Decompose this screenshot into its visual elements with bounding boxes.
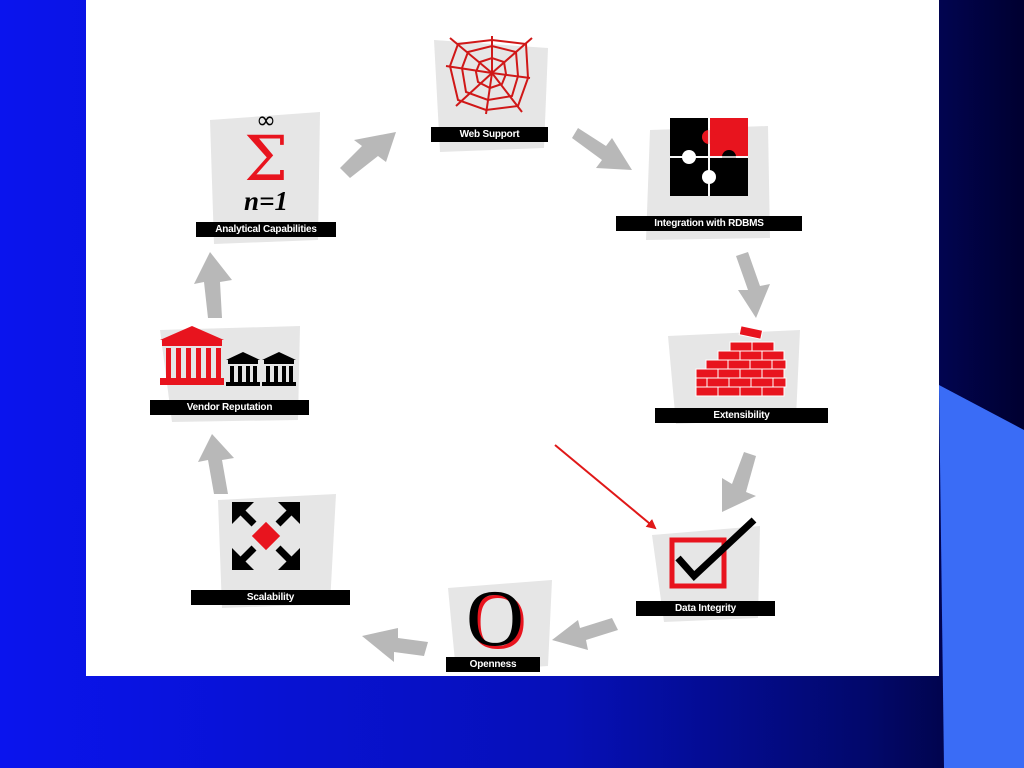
node-label-integration-rdbms: Integration with RDBMS — [616, 216, 802, 231]
node-label-data-integrity: Data Integrity — [636, 601, 775, 616]
brick-wall-icon — [695, 325, 787, 397]
node-label-scalability: Scalability — [191, 590, 350, 605]
expand-arrows-icon — [232, 502, 300, 570]
arrow-integration-to-extensibility — [736, 252, 770, 318]
arrow-vendor-to-analytical — [194, 252, 232, 318]
openness-letter-overlay: O — [466, 575, 524, 663]
diagram-panel: O O — [86, 0, 939, 676]
arrow-openness-to-scalability — [362, 628, 428, 662]
node-label-extensibility: Extensibility — [655, 408, 828, 423]
cycle-arrows — [194, 128, 770, 662]
checkbox-icon — [669, 517, 757, 589]
arrow-scalability-to-vendor — [198, 434, 234, 494]
cycle-diagram: O O — [160, 36, 800, 672]
arrow-web-to-integration — [572, 128, 632, 170]
openness-letter: O — [469, 578, 527, 666]
node-label-web-support: Web Support — [431, 127, 548, 142]
arrow-analytical-to-web — [340, 132, 396, 178]
node-label-openness: Openness — [446, 657, 540, 672]
arrow-extensibility-to-integrity — [722, 452, 756, 512]
spider-web-icon — [445, 36, 533, 115]
summation-sigma: Σ — [244, 122, 288, 195]
summation-upper: ∞ — [256, 106, 276, 134]
highlight-arrow — [554, 444, 657, 530]
arrow-integrity-to-openness — [552, 618, 618, 650]
bank-buildings-icon — [160, 326, 296, 386]
node-label-analytical-capabilities: Analytical Capabilities — [196, 222, 336, 237]
node-label-vendor-reputation: Vendor Reputation — [150, 400, 309, 415]
summation-lower: n=1 — [244, 186, 288, 216]
puzzle-icon — [670, 118, 748, 196]
letter-o-icon: O O — [466, 575, 527, 666]
corner-accent-shape — [939, 385, 1024, 768]
summation-icon: ∞ Σ n=1 — [244, 106, 288, 216]
